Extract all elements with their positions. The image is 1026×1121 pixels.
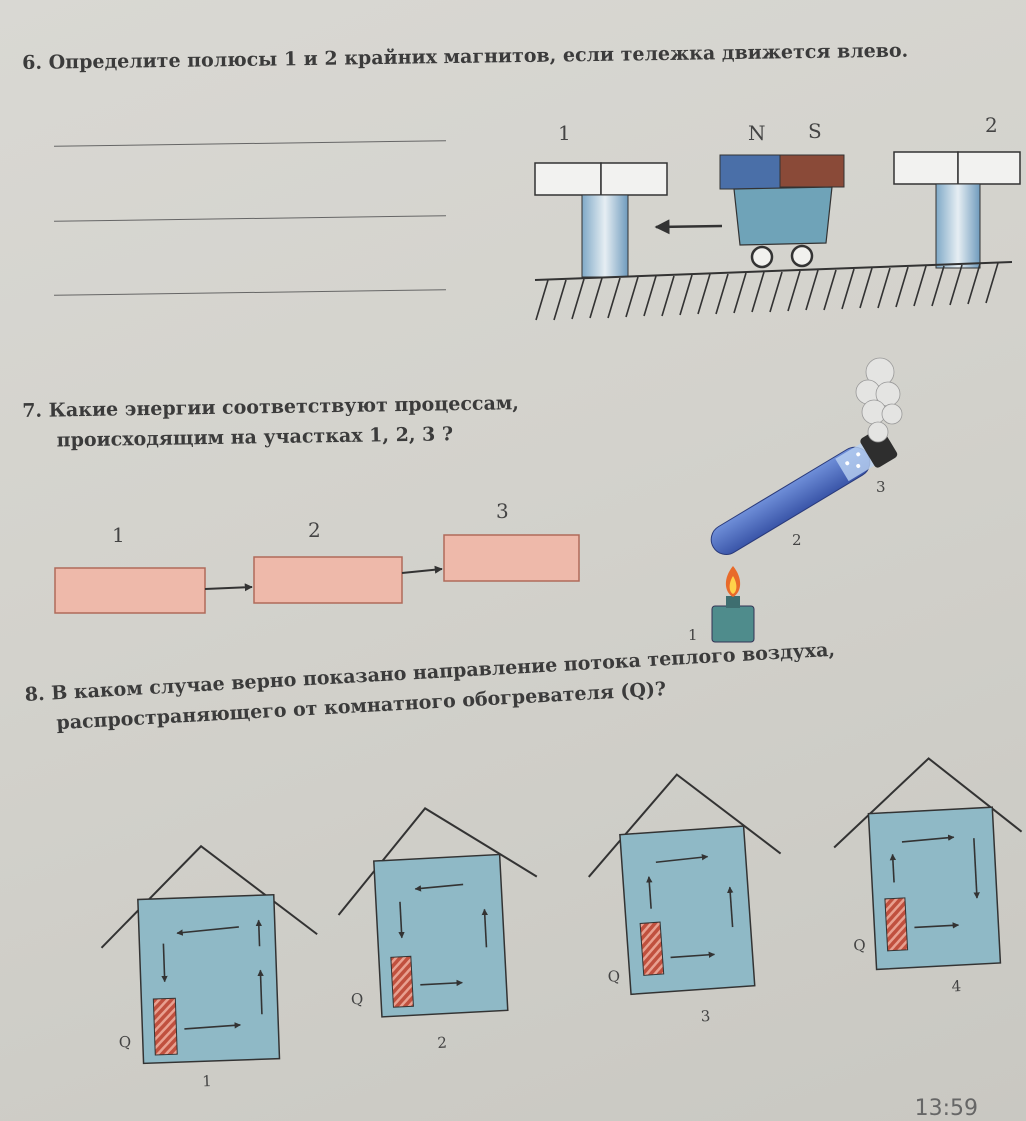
wheel-icon [790, 244, 814, 268]
pole-s-label: S [808, 119, 822, 143]
heater-icon [884, 897, 909, 952]
magnets-cart-figure: 1 2 N S [534, 113, 1021, 321]
magnet-1-label: 1 [558, 121, 571, 145]
test-tube-illustration: 1 2 3 [688, 357, 903, 644]
magnet-1 [534, 162, 668, 278]
chain-label-2: 2 [308, 518, 321, 542]
chain-label-3: 3 [496, 499, 509, 523]
burner-icon [711, 605, 755, 643]
house-option-1[interactable]: Q 1 [98, 842, 322, 1093]
house-option-2[interactable]: Q 2 [333, 803, 545, 1057]
house-option-4[interactable]: Q 4 [830, 754, 1026, 1002]
heater-label: Q [853, 936, 866, 955]
energy-chain-diagram: 1 2 3 [54, 499, 580, 614]
heater-label: Q [119, 1033, 132, 1051]
chain-label-1: 1 [112, 523, 125, 547]
energy-box-3[interactable] [443, 534, 580, 582]
house-number-4: 4 [951, 977, 961, 995]
status-time: 13:59 [914, 1096, 978, 1121]
chain-arrow-icon [401, 565, 443, 574]
magnet-2 [893, 151, 1021, 269]
fig-label-1: 1 [688, 626, 698, 644]
heater-icon [390, 955, 414, 1008]
heater-label: Q [607, 967, 621, 986]
cart [719, 154, 845, 269]
heater-icon [152, 997, 178, 1056]
wheel-icon [750, 245, 774, 269]
ground [534, 261, 1013, 321]
house-number-2: 2 [437, 1034, 447, 1052]
pole-n-label: N [748, 121, 766, 145]
smoke-icon [855, 357, 903, 443]
heater-icon [639, 921, 665, 976]
direction-arrow-left-icon [654, 219, 723, 235]
house-number-1: 1 [202, 1072, 212, 1090]
fig-label-2: 2 [792, 531, 802, 549]
energy-box-2[interactable] [253, 556, 403, 604]
energy-box-1[interactable] [54, 567, 206, 614]
heater-label: Q [351, 990, 364, 1009]
house-number-3: 3 [700, 1007, 711, 1026]
magnet-2-label: 2 [985, 113, 998, 137]
chain-arrow-icon [204, 583, 253, 592]
house-option-3[interactable]: Q 3 [582, 768, 792, 1033]
fig-label-3: 3 [876, 478, 886, 496]
